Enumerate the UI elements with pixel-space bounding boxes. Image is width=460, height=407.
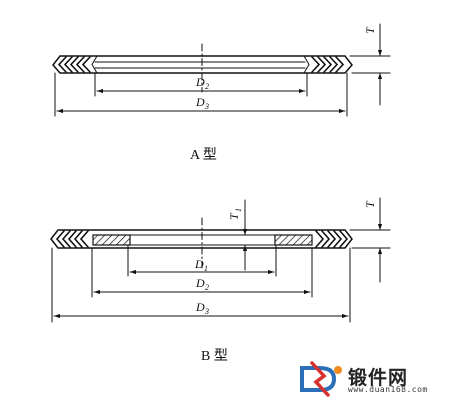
type-b-right-chevrons: [315, 230, 349, 248]
type-a-d2-subscript: 2: [205, 82, 209, 91]
duan-logo-icon: [300, 361, 342, 397]
type-a-outline: [52, 55, 353, 74]
watermark-name: 锻件网: [348, 367, 409, 389]
type-b-d3-subscript: 3: [204, 307, 209, 316]
type-a-caption: A 型: [190, 148, 217, 163]
type-b-caption: B 型: [201, 349, 228, 364]
watermark: 锻件网 www.duan168.com: [296, 360, 456, 398]
type-b-d2-subscript: 2: [205, 283, 209, 292]
type-a-right-chevrons: [311, 56, 345, 73]
watermark-url: www.duan168.com: [348, 385, 428, 394]
type-b-left-chevrons: [55, 230, 89, 248]
type-b-d1-label: D: [194, 257, 204, 271]
type-b-left-inner-ring: [92, 234, 131, 246]
type-a-d2-label: D: [195, 75, 205, 89]
type-b-t1-subscript: 1: [234, 208, 243, 212]
type-b-d3-label: D: [195, 300, 205, 314]
type-a-d3-subscript: 3: [204, 102, 209, 111]
type-b-t1-label: T: [227, 212, 241, 220]
type-b-d1-subscript: 1: [204, 264, 208, 273]
type-b-section: [50, 197, 391, 323]
type-a-t-label: T: [363, 26, 377, 34]
type-a-left-chevrons: [57, 56, 91, 73]
type-b-d2-label: D: [195, 276, 205, 290]
type-a-section: [52, 23, 391, 117]
type-b-outline: [50, 229, 353, 249]
type-b-t-label: T: [363, 200, 377, 208]
type-a-d3-label: D: [195, 95, 205, 109]
type-b-right-inner-ring: [274, 234, 313, 246]
